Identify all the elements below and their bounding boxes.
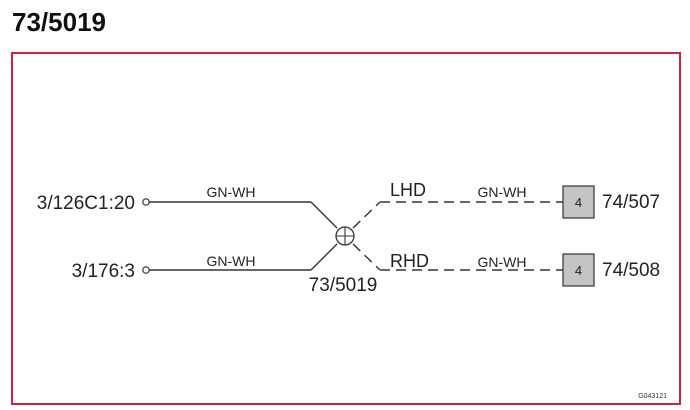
page-title: 73/5019 xyxy=(12,7,106,37)
connector-pin-number: 4 xyxy=(575,195,582,210)
variant-lhd-wire-color: GN-WH xyxy=(478,184,527,200)
junction-node: 73/5019 xyxy=(309,226,378,296)
variant-lhd-branch: LHD GN-WH 4 74/507 xyxy=(352,180,660,229)
variant-lhd-label: LHD xyxy=(390,180,426,200)
diagram-frame xyxy=(11,52,681,405)
input-terminal-2-label: 3/176:3 xyxy=(72,261,135,282)
junction-label: 73/5019 xyxy=(309,275,378,296)
terminal-point-icon xyxy=(142,266,150,274)
input-terminal-2: 3/176:3 GN-WH xyxy=(72,243,338,282)
connector-pin-box xyxy=(562,185,595,219)
variant-rhd-label: RHD xyxy=(390,251,429,271)
connector-pin-number: 4 xyxy=(575,263,582,278)
variant-rhd-diagonal xyxy=(352,243,381,271)
destination-label: 74/508 xyxy=(602,260,660,281)
input-wire-1-color: GN-WH xyxy=(207,184,256,200)
terminal-point-icon xyxy=(142,198,150,206)
variant-rhd-wire-color: GN-WH xyxy=(478,254,527,270)
connector-pin-box xyxy=(562,253,595,287)
figure-code: G043121 xyxy=(638,393,667,400)
input-terminal-1: 3/126C1:20 GN-WH xyxy=(37,184,338,229)
variant-rhd-branch: RHD GN-WH 4 74/508 xyxy=(352,243,660,287)
destination-label: 74/507 xyxy=(602,192,660,213)
input-wire-2-to-junction xyxy=(310,243,338,271)
input-wire-2-color: GN-WH xyxy=(207,253,256,269)
variant-lhd-diagonal xyxy=(352,201,381,229)
input-wire-1-to-junction xyxy=(310,201,338,229)
input-terminal-1-label: 3/126C1:20 xyxy=(37,193,135,214)
